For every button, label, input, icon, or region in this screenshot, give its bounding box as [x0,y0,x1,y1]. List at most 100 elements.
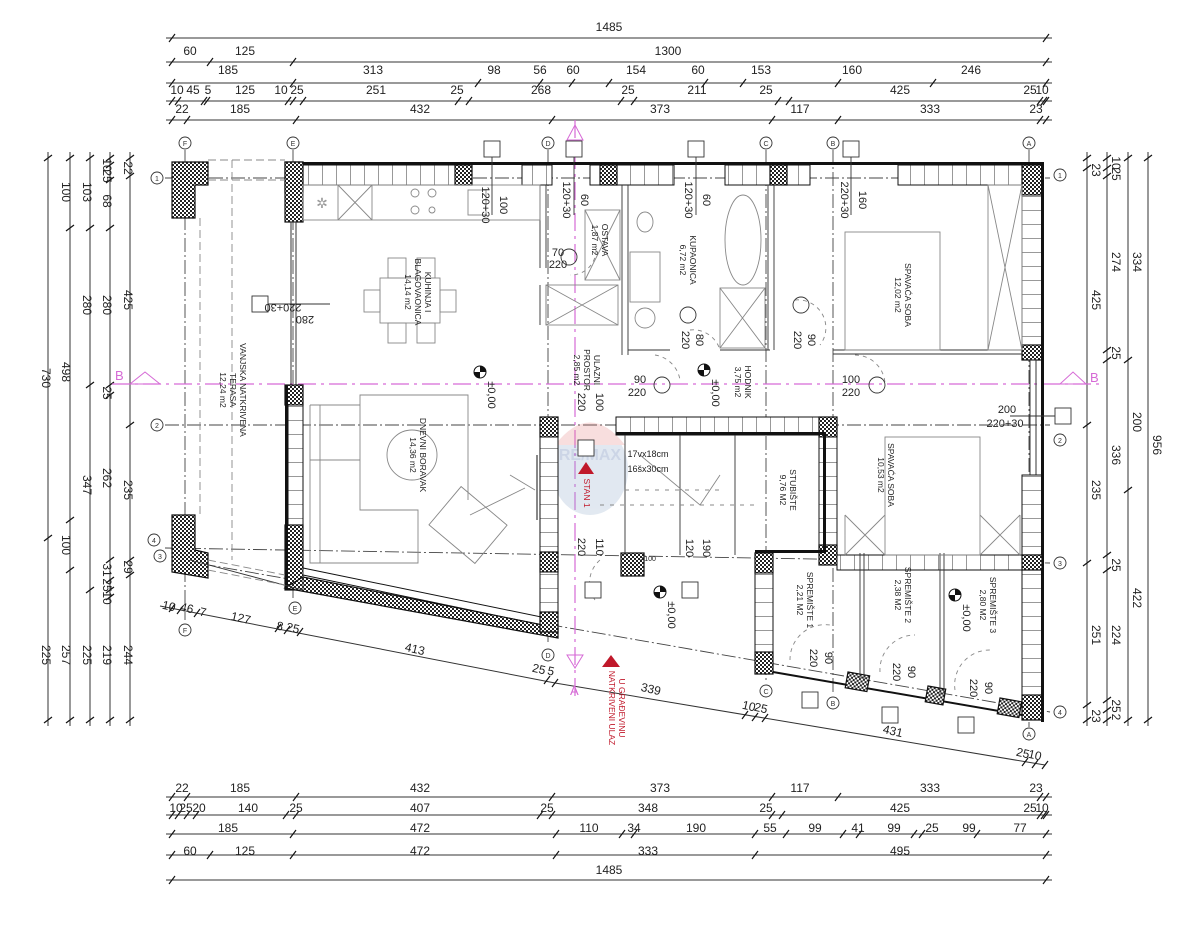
dimension-tick [536,810,544,820]
axis-bubble-A: A [1022,136,1036,150]
svg-text:±0,00: ±0,00 [485,381,497,408]
dim-text: 10 [1109,156,1123,170]
dim-text: 373 [650,781,670,795]
dim-text: 262 [100,468,114,488]
room-hallway: HODNIK3,75 m2 [733,365,753,398]
doors [560,248,991,691]
dimension-tick [552,850,560,860]
section-marker-icon [1058,371,1088,385]
dimension-tick [741,710,749,720]
dim-text: 20 [192,801,206,815]
dim-text: 125 [235,83,255,97]
dimension-tick [834,792,842,802]
dimension-tick [125,421,135,429]
dimension-tick [1042,115,1050,125]
coffee-table [386,429,438,481]
dimension-tick [1102,172,1112,180]
dim-text: 127 [230,609,253,627]
dimension-tick [1082,421,1092,429]
room-storage-3: SPREMIŠTE 32,80 M2 [978,577,998,633]
toilet-icon [636,211,654,233]
dimension-tick [65,224,75,232]
section-marker-icon [128,371,162,385]
dimension-tick [105,154,115,162]
dim-text: 34 [627,821,641,835]
dim-text: 60 [183,44,197,58]
dim-text: 22 [121,161,135,175]
dimension-tick [168,96,176,106]
dim-text: 274 [1109,252,1123,272]
furniture: ✲ [302,184,1023,565]
unit-marker-icon [578,462,594,474]
dimension-tick [125,154,135,162]
dim-text: 100 [59,182,73,202]
svg-text:120+30: 120+30 [479,186,491,223]
dim-text: 2 [1109,714,1123,721]
svg-text:C: C [763,689,768,696]
opening-tags: 120+30 100 120+30 60 120+30 60 220+30 16… [251,140,1072,734]
dimension-tick [474,78,482,88]
dimension-tick [105,586,115,594]
dim-text: 25 [100,169,114,183]
entrance-marker-icon [602,655,620,667]
svg-text:4: 4 [1058,710,1062,717]
dimension-tick [168,850,176,860]
svg-text:B: B [831,701,836,708]
svg-text:A: A [1027,141,1032,148]
section-lines: B B A [112,120,1100,700]
dimension-tick [785,96,793,106]
dim-text: 10 [274,83,288,97]
dim-text: 10 [100,158,114,172]
dim-text: 25 [1109,558,1123,572]
dim-text: 103 [80,182,94,202]
dimension-tick [1082,164,1092,172]
dimension-tick [1040,96,1048,106]
svg-text:E: E [291,141,296,148]
dimension-tick [1102,356,1112,364]
column-bottom-left [171,514,209,579]
dimension-tick [839,829,847,839]
dimension-tick [168,792,176,802]
axis-bubble-B: B [826,136,840,150]
dimension-tick [1102,566,1112,574]
dim-text: 68 [100,194,114,208]
room-bathroom: KUPAONICA6,72 m2 [678,235,698,285]
dim-text: 211 [687,83,706,97]
dim-text: 235 [121,480,135,500]
top-dimensions: 1485 60 125 1300 185 313 98 56 60 154 60… [170,20,1049,116]
axis-bubble-B-bottom: B [826,696,840,710]
dim-text: 29 [121,560,135,574]
dim-text: 425 [890,83,910,97]
svg-text:220: 220 [807,649,819,667]
dimension-tick [168,603,176,613]
dim-text: 25 [540,801,554,815]
svg-text:2: 2 [155,423,159,430]
dim-text: 99 [962,821,976,835]
dim-text: 431 [882,722,905,740]
armchair [428,485,508,565]
dimension-tick [1036,810,1044,820]
svg-text:4: 4 [152,538,156,545]
level-marker-icon [948,588,962,602]
bed-1 [844,231,941,351]
wall-note: =100 [640,556,656,563]
dimension-tick [543,675,551,685]
dimension-tick [168,115,176,125]
dim-text: 25 [1023,83,1037,97]
dimension-tick [289,57,297,67]
axis-bubble-2-right: 2 [1053,433,1067,447]
dimension-tick [183,810,191,820]
dim-text: 10 [741,698,757,715]
dim-text: 373 [650,102,670,116]
axis-bubble-4: 4 [147,533,161,547]
dim-text: 190 [686,821,706,835]
room-terrace: VANJSKA NATKRIVENATERASA12,24 m2 [218,343,248,437]
dimension-tick [1143,716,1153,724]
dim-text: 23 [1029,781,1043,795]
dimension-tick [168,875,176,885]
dimension-tick [1031,759,1039,769]
sofa [309,394,469,564]
svg-text:2: 2 [1058,438,1062,445]
dim-text: 25 [100,386,114,400]
